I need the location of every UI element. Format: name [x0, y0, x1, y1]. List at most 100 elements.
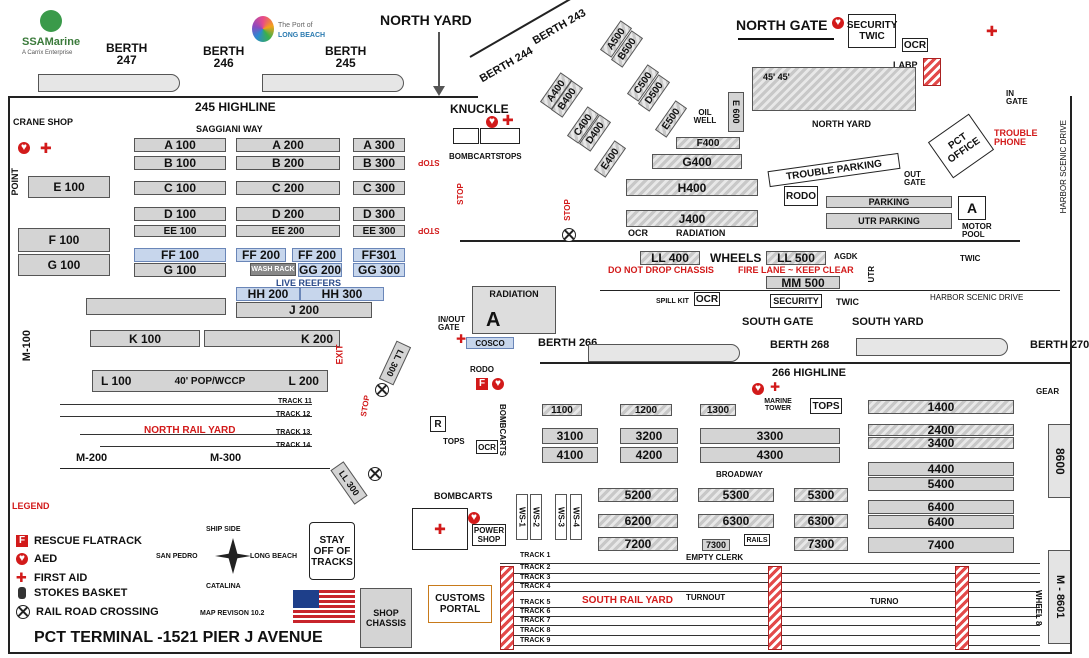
rail-road	[60, 468, 330, 469]
berth-270-label: BERTH 270	[1030, 339, 1089, 351]
track-5-label: TRACK 5	[520, 599, 551, 606]
aed-icon: ♥	[492, 378, 504, 390]
turnout-label: TURNOUT	[686, 593, 726, 602]
block-ee100: EE 100	[134, 225, 226, 237]
block-c100: C 100	[134, 181, 226, 195]
m200-label: M-200	[76, 452, 108, 464]
block-g100-b: G 100	[134, 263, 226, 277]
m300-label: M-300	[210, 452, 242, 464]
compass-icon-h	[215, 553, 251, 559]
knuckle-label: KNUCKLE	[450, 102, 509, 116]
gate-a-label: A	[486, 309, 501, 331]
block-7400: 7400	[868, 537, 1014, 553]
ocr-box-2: OCR	[694, 292, 720, 306]
first-aid-icon: ✚	[456, 332, 467, 346]
gate-arrow	[738, 38, 834, 40]
main-road	[460, 240, 1020, 242]
block-hh300: HH 300	[300, 287, 384, 301]
block-3200: 3200	[620, 428, 678, 444]
berth-266-label: BERTH 266	[538, 337, 598, 349]
block-5300-b: 5300	[794, 488, 848, 502]
block-hh200: HH 200	[236, 287, 300, 301]
fire-lane-label: FIRE LANE ~ KEEP CLEAR	[738, 265, 854, 275]
block-k100: K 100	[90, 330, 200, 347]
knuckle-building-2	[480, 128, 520, 144]
utr-parking-block: UTR PARKING	[826, 213, 952, 229]
block-d100: D 100	[134, 207, 226, 221]
block-4100: 4100	[542, 447, 598, 463]
block-e600: E 600	[728, 92, 744, 132]
stay-off-tracks-sign: STAY OFF OF TRACKS	[309, 522, 355, 580]
wash-rack: WASH RACK	[250, 263, 296, 276]
power-shop-box: POWER SHOP	[472, 524, 506, 546]
compass-catalina: CATALINA	[206, 583, 241, 590]
trouble-phone-label: TROUBLE PHONE	[994, 128, 1038, 147]
live-reefers-label: LIVE REEFERS	[276, 278, 342, 288]
block-3300: 3300	[700, 428, 840, 444]
wheels-label: WHEELS	[710, 251, 762, 265]
block-a300: A 300	[353, 138, 405, 152]
berth-244-label: BERTH 244	[477, 45, 536, 86]
block-c300: C 300	[353, 181, 405, 195]
rails-box: RAILS	[744, 534, 770, 546]
marine-tower-label: MARINE TOWER	[764, 398, 792, 412]
map-revision: MAP REVISON 10.2	[200, 610, 265, 617]
agdk-label: AGDK	[834, 252, 858, 261]
us-flag-icon	[293, 590, 355, 624]
oil-well-label: OIL WELL	[693, 108, 717, 125]
north-yard-sub-label: NORTH YARD	[812, 119, 872, 129]
track-7-label: TRACK 7	[520, 617, 551, 624]
block-1100: 1100	[542, 404, 582, 416]
customs-portal-box: CUSTOMS PORTAL	[428, 585, 492, 623]
block-c200: C 200	[236, 181, 340, 195]
footer-title: PCT TERMINAL -1521 PIER J AVENUE	[34, 629, 323, 646]
security-twic-box: SECURITY TWIC	[847, 14, 897, 48]
first-aid-icon: ✚	[40, 140, 52, 156]
rescue-flatrack-icon: F	[16, 535, 28, 547]
gear-label: GEAR	[1036, 387, 1060, 396]
block-ff301: FF301	[353, 248, 405, 262]
track-13	[80, 434, 312, 435]
track-11	[60, 404, 312, 405]
block-ff200: FF 200	[236, 248, 286, 262]
spill-kit-label: SPILL KIT	[656, 298, 689, 305]
block-b200: B 200	[236, 156, 340, 170]
block-6200: 6200	[598, 514, 678, 528]
block-g400: G400	[652, 154, 742, 169]
bombcarts-label-2: BOMBCARTS	[434, 491, 493, 501]
radiation-block: RADIATION	[472, 286, 556, 334]
block-6300: 6300	[698, 514, 774, 528]
berth-268-label: BERTH 268	[770, 339, 830, 351]
block-6300-b: 6300	[794, 514, 848, 528]
ws-2: WS-2	[530, 494, 542, 540]
track-3-label: TRACK 3	[520, 574, 551, 581]
shop-chassis-block: SHOP CHASSIS	[360, 588, 412, 648]
cosco-block: COSCO	[466, 337, 514, 349]
rodo-label: RODO	[470, 365, 494, 374]
legend-title: LEGEND	[12, 501, 50, 511]
compass-san-pedro: SAN PEDRO	[156, 553, 198, 560]
radiation-label: RADIATION	[676, 228, 726, 238]
block-f400: F400	[676, 137, 740, 149]
block-3400: 3400	[868, 436, 1014, 450]
row-45-45: 45' 45'	[752, 67, 916, 111]
south-yard-title: SOUTH YARD	[852, 316, 924, 328]
south-quay-line	[540, 362, 1070, 364]
first-aid-icon: ✚	[770, 380, 781, 394]
block-7200: 7200	[598, 537, 678, 551]
port-long-beach-logo: The Port of LONG BEACH	[252, 14, 325, 48]
block-d300: D 300	[353, 207, 405, 221]
m8601-block: M - 8601	[1048, 550, 1072, 644]
ocr-box: OCR	[902, 38, 928, 52]
block-2400: 2400	[868, 423, 1014, 437]
footer-line	[8, 652, 1072, 654]
track-13-label: TRACK 13	[276, 429, 311, 436]
aed-icon: ♥	[468, 512, 480, 524]
rescue-flatrack-icon: F	[476, 378, 488, 390]
block-6400-b: 6400	[868, 515, 1014, 529]
railroad-crossing-icon	[375, 383, 389, 397]
